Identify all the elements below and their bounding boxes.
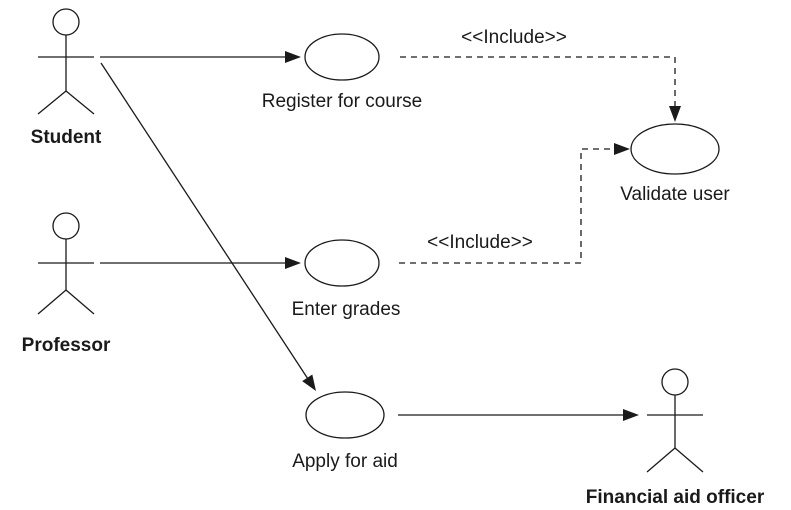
include-label-1: <<Include>> bbox=[461, 27, 567, 48]
actor-officer-label: Financial aid officer bbox=[586, 487, 765, 508]
arrowhead-grades bbox=[285, 257, 301, 269]
use-case-validate-ellipse bbox=[630, 123, 720, 175]
use-case-validate-user: Validate user bbox=[620, 123, 730, 205]
actor-officer-head bbox=[661, 368, 689, 396]
use-case-register-label: Register for course bbox=[262, 91, 423, 112]
use-case-aid-ellipse bbox=[305, 391, 385, 439]
arrowhead-include-1 bbox=[669, 106, 681, 122]
use-case-register-ellipse bbox=[304, 33, 380, 81]
actor-student-label: Student bbox=[31, 127, 102, 148]
arrowhead-register bbox=[285, 51, 301, 63]
include-grades-validate: <<Include>> bbox=[399, 143, 630, 264]
actor-professor-leg-left bbox=[37, 289, 67, 315]
use-case-enter-grades: Enter grades bbox=[292, 239, 401, 320]
use-case-apply-for-aid: Apply for aid bbox=[292, 391, 398, 472]
association-student-register bbox=[100, 51, 301, 63]
actor-student-head bbox=[52, 8, 80, 36]
use-case-aid-label: Apply for aid bbox=[292, 451, 398, 472]
actor-professor-leg-right bbox=[65, 289, 95, 315]
actor-student-leg-right bbox=[65, 90, 95, 115]
association-student-aid bbox=[100, 62, 316, 391]
use-case-register-for-course: Register for course bbox=[262, 33, 423, 112]
use-case-grades-ellipse bbox=[304, 239, 380, 287]
actor-professor-label: Professor bbox=[22, 335, 111, 356]
include-register-validate: <<Include>> bbox=[400, 27, 681, 122]
actor-financial-aid-officer: Financial aid officer bbox=[586, 368, 765, 508]
association-aid-officer bbox=[398, 409, 639, 421]
actor-officer-leg-left bbox=[646, 447, 676, 473]
actor-student: Student bbox=[31, 8, 102, 148]
include-label-2: <<Include>> bbox=[427, 232, 533, 253]
association-professor-grades bbox=[100, 257, 301, 269]
arrowhead-aid bbox=[302, 374, 316, 391]
use-case-grades-label: Enter grades bbox=[292, 299, 401, 320]
arrowhead-include-2 bbox=[614, 143, 630, 155]
actor-officer-leg-right bbox=[674, 447, 704, 473]
arrowhead-officer bbox=[623, 409, 639, 421]
use-case-validate-label: Validate user bbox=[620, 184, 730, 205]
actor-professor: Professor bbox=[22, 212, 111, 356]
actor-student-leg-left bbox=[37, 90, 67, 115]
actor-professor-head bbox=[52, 212, 80, 240]
